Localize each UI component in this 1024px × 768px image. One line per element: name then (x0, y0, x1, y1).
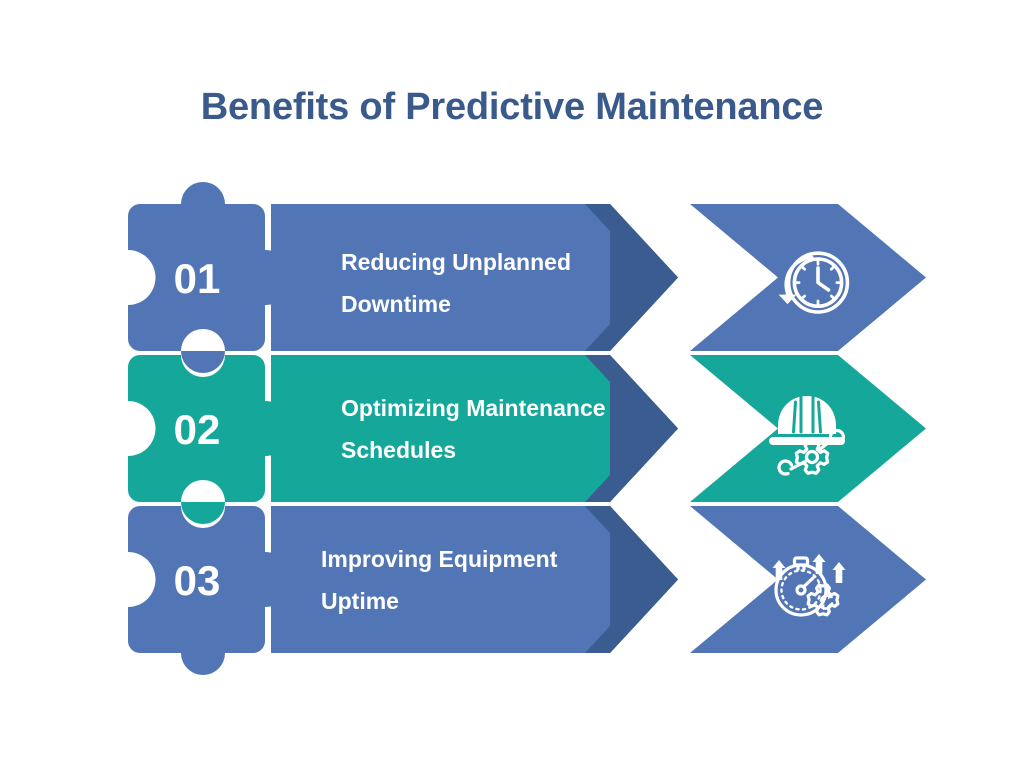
row-3-label-line2: Uptime (321, 588, 399, 614)
benefit-row-1[interactable]: 01 Reducing Unplanned Downtime (128, 182, 926, 351)
row-1-number: 01 (174, 255, 221, 302)
row-3-arrow-panel (690, 506, 926, 653)
benefit-row-3[interactable]: 03 Improving Equipment Uptime (128, 502, 926, 675)
row-2-label-line1: Optimizing Maintenance (341, 395, 606, 421)
row-1-label-line2: Downtime (341, 291, 451, 317)
row-3-text-band (271, 506, 678, 653)
row-2-puzzle-piece (128, 355, 293, 502)
row-1-text-band (271, 204, 678, 351)
row-1-puzzle-piece (128, 182, 293, 351)
row-2-label-line2: Schedules (341, 437, 456, 463)
benefit-row-2[interactable]: 02 Optimizing Maintenance Schedules (128, 351, 926, 502)
row-3-chevron-fill (610, 506, 678, 653)
row-1-label-line1: Reducing Unplanned (341, 249, 571, 275)
row-2-chevron-fill (610, 355, 678, 502)
row-1-to-row-2-connector (181, 351, 225, 373)
row-3-label-line1: Improving Equipment (321, 546, 558, 572)
row-2-number: 02 (174, 406, 221, 453)
row-2-to-row-3-connector (181, 502, 225, 524)
row-3-puzzle-piece (128, 506, 293, 675)
row-1-arrow-panel (690, 204, 926, 351)
row-2-text-band (271, 355, 678, 502)
row-1-chevron-fill (610, 204, 678, 351)
page-title: Benefits of Predictive Maintenance (200, 86, 824, 128)
row-3-number: 03 (174, 557, 221, 604)
